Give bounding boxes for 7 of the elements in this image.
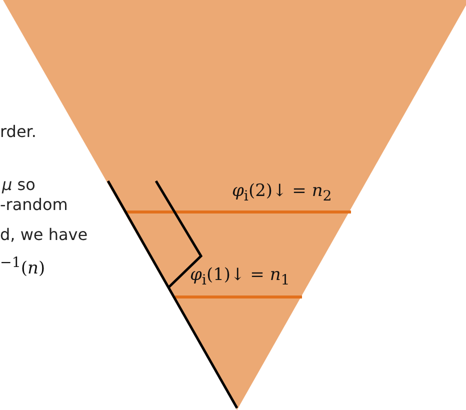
math-label: φ$_{i}$(1)↓ = n$_{1}$ [190,266,290,290]
body-text: rder. [0,123,36,141]
body-text: μ so [2,176,36,194]
body-text: $^{−1}$(n) [0,254,46,278]
math-label: φ$_{i}$(2)↓ = n$_{2}$ [232,182,332,206]
body-text: -random [0,196,68,214]
body-text: d, we have [0,226,88,244]
